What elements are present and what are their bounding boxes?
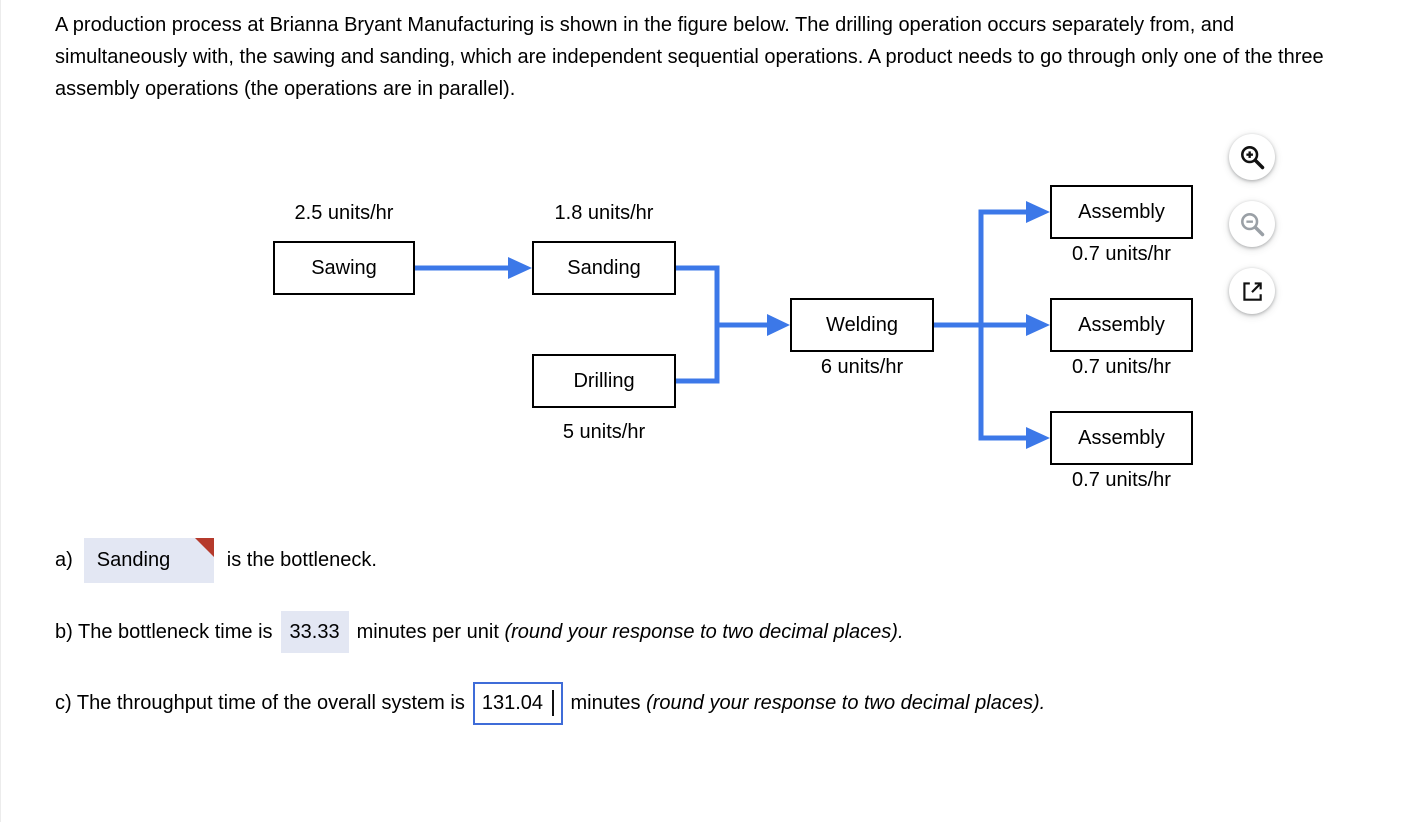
connector-merge-bracket (676, 265, 720, 384)
connector-split-bracket (978, 209, 1029, 441)
answer-b-unit: minutes per unit (356, 620, 499, 643)
answer-a-label: a) (55, 549, 73, 571)
answer-b-note: (round your response to two decimal plac… (504, 620, 904, 643)
arrowhead-assembly-3 (1026, 427, 1050, 449)
node-assembly-2: Assembly (1050, 298, 1193, 352)
zoom-out-button[interactable] (1229, 201, 1275, 247)
arrowhead-welding (767, 314, 790, 336)
rate-welding: 6 units/hr (820, 356, 904, 378)
rate-assembly-1: 0.7 units/hr (1072, 243, 1171, 265)
answer-b-prefix: b) The bottleneck time is (55, 620, 273, 643)
answer-a-dropdown[interactable]: Sanding (83, 538, 214, 583)
answer-a-suffix: is the bottleneck. (226, 549, 377, 571)
answer-row-c: c) The throughput time of the overall sy… (55, 681, 1045, 725)
rate-assembly-3: 0.7 units/hr (1072, 469, 1171, 491)
rate-sawing: 2.5 units/hr (294, 202, 394, 224)
correct-flag-icon (194, 538, 214, 557)
arrowhead-assembly-1 (1026, 201, 1050, 223)
answer-b-field[interactable]: 33.33 (280, 611, 349, 653)
text-caret (552, 690, 554, 716)
answer-a-value: Sanding (96, 549, 171, 571)
flow-arrows (415, 201, 1050, 449)
question-text: A production process at Brianna Bryant M… (55, 14, 1324, 100)
arrowhead-sanding (508, 257, 532, 279)
node-assembly-3: Assembly (1050, 411, 1193, 465)
node-sanding: Sanding (532, 241, 676, 295)
open-in-new-icon (1239, 278, 1265, 304)
node-drilling: Drilling (532, 354, 676, 408)
rate-assembly-2: 0.7 units/hr (1072, 356, 1171, 378)
answer-c-prefix: c) The throughput time of the overall sy… (55, 691, 465, 714)
node-assembly-1: Assembly (1050, 185, 1193, 239)
expand-figure-button[interactable] (1229, 268, 1275, 314)
answer-c-value: 131.04 (481, 691, 543, 714)
rate-drilling: 5 units/hr (562, 421, 646, 443)
answer-c-unit: minutes (570, 691, 641, 714)
node-welding: Welding (790, 298, 934, 352)
zoom-in-icon (1238, 143, 1266, 171)
rate-sanding: 1.8 units/hr (554, 202, 654, 224)
node-sawing: Sawing (273, 241, 415, 295)
answer-c-input[interactable]: 131.04 (472, 681, 563, 725)
arrowhead-assembly-2 (1026, 314, 1050, 336)
answer-row-a: a) Sanding is the bottleneck. (55, 538, 377, 583)
zoom-out-icon (1238, 210, 1266, 238)
zoom-in-button[interactable] (1229, 134, 1275, 180)
answer-c-note: (round your response to two decimal plac… (646, 691, 1046, 714)
answer-row-b: b) The bottleneck time is 33.33 minutes … (55, 611, 904, 653)
answer-b-value: 33.33 (289, 620, 340, 643)
process-flow-diagram: 2.5 units/hr 1.8 units/hr 5 units/hr 6 u… (1, 0, 1426, 520)
